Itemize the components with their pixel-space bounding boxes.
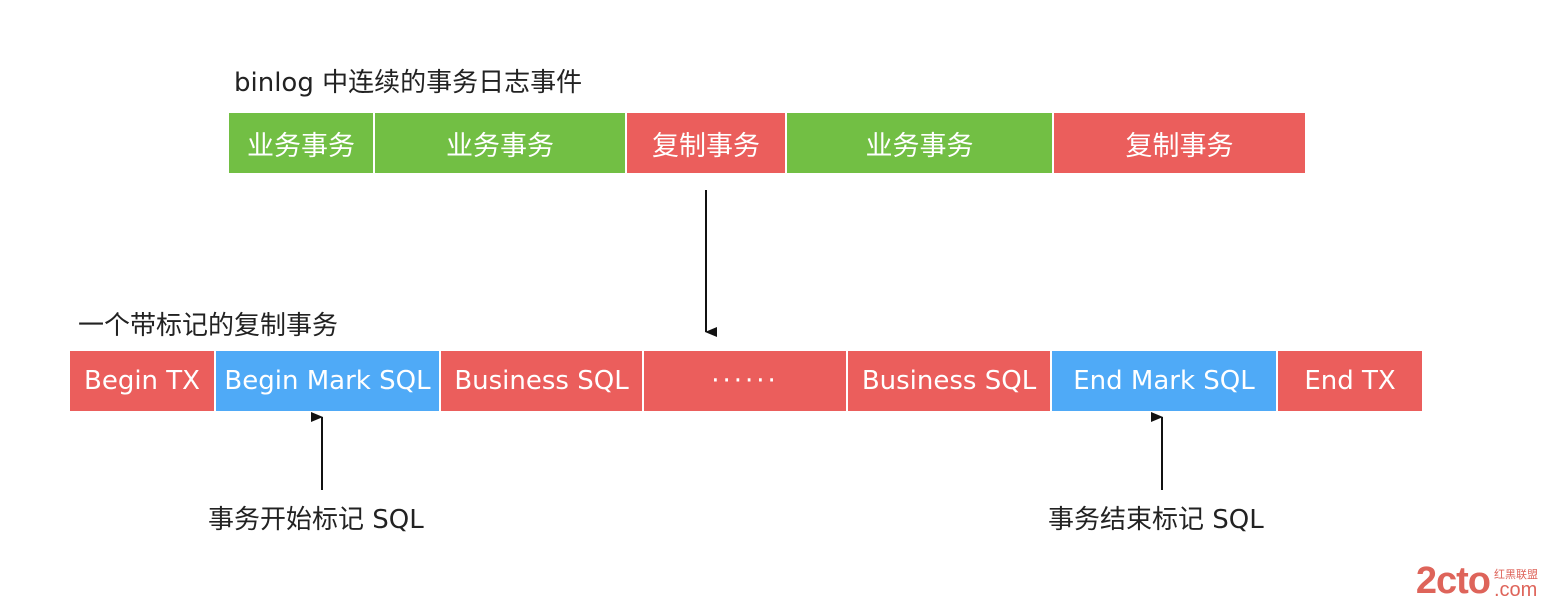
top-row-segment-business-tx: 业务事务 (375, 113, 627, 173)
segment-begin-tx: Begin TX (70, 351, 216, 411)
site-watermark: 2cto 红黑联盟 .com (1416, 562, 1538, 600)
top-row-segment-business-tx: 业务事务 (229, 113, 375, 173)
end-mark-label: 事务结束标记 SQL (1048, 505, 1264, 535)
top-row-segment-business-tx: 业务事务 (787, 113, 1054, 173)
watermark-chinese: 红黑联盟 (1494, 568, 1538, 581)
segment-business-sql: Business SQL (441, 351, 644, 411)
binlog-event-row: 业务事务 业务事务 复制事务 业务事务 复制事务 (229, 113, 1305, 173)
segment-business-sql: Business SQL (848, 351, 1052, 411)
start-mark-label: 事务开始标记 SQL (208, 505, 424, 535)
segment-ellipsis: ······ (644, 351, 848, 411)
top-row-segment-replication-tx: 复制事务 (627, 113, 787, 173)
segment-end-mark-sql: End Mark SQL (1052, 351, 1278, 411)
watermark-side: 红黑联盟 .com (1494, 569, 1538, 600)
segment-begin-mark-sql: Begin Mark SQL (216, 351, 441, 411)
top-caption: binlog 中连续的事务日志事件 (234, 68, 583, 98)
bottom-caption: 一个带标记的复制事务 (78, 311, 339, 341)
marked-replication-tx-row: Begin TX Begin Mark SQL Business SQL ···… (70, 351, 1422, 411)
watermark-logo: 2cto (1415, 560, 1491, 602)
watermark-suffix: .com (1494, 579, 1538, 601)
top-row-segment-replication-tx: 复制事务 (1054, 113, 1305, 173)
segment-end-tx: End TX (1278, 351, 1422, 411)
